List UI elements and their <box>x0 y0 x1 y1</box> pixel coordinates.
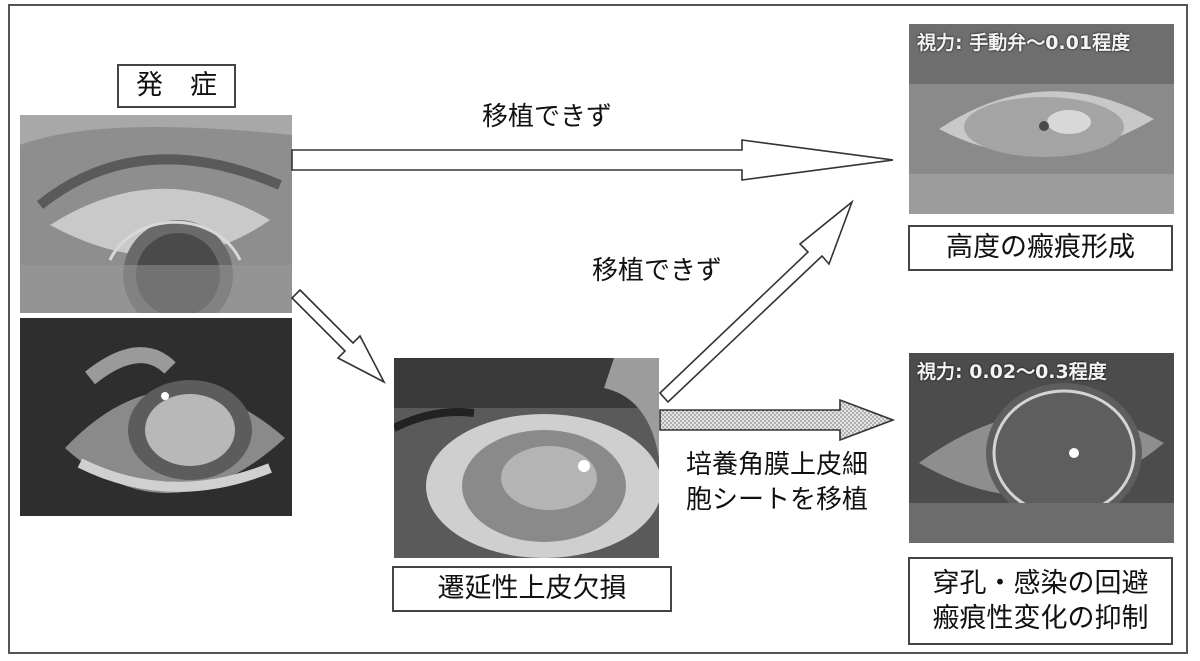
transplant-caption: 培養角膜上皮細 胞シートを移植 <box>686 448 868 518</box>
top-arrow-caption: 移植できず <box>482 102 613 132</box>
outcome-label-line2: 瘢痕性変化の抑制 <box>932 603 1149 634</box>
scarring-eye-photo: 視力: 手動弁～0.01程度 <box>909 24 1174 214</box>
outcome-label: 穿孔・感染の回避 瘢痕性変化の抑制 <box>908 557 1173 645</box>
transplant-caption-line2: 胞シートを移植 <box>686 485 869 516</box>
outcome-eye-photo: 視力: 0.02～0.3程度 <box>909 353 1174 543</box>
scarring-label: 高度の瘢痕形成 <box>908 225 1173 271</box>
outcome-label-line1: 穿孔・感染の回避 <box>932 567 1149 599</box>
scarring-vision-overlay: 視力: 手動弁～0.01程度 <box>917 32 1131 54</box>
transplant-caption-line1: 培養角膜上皮細 <box>686 450 869 480</box>
delayed-defect-label: 遷延性上皮欠損 <box>392 566 672 612</box>
onset-label: 発 症 <box>117 64 236 108</box>
outcome-vision-overlay: 視力: 0.02～0.3程度 <box>917 361 1107 383</box>
onset-eye-photo <box>20 115 292 313</box>
middle-arrow-caption: 移植できず <box>592 256 723 286</box>
onset-stained-eye-photo <box>20 318 292 516</box>
delayed-defect-eye-photo <box>394 358 659 558</box>
